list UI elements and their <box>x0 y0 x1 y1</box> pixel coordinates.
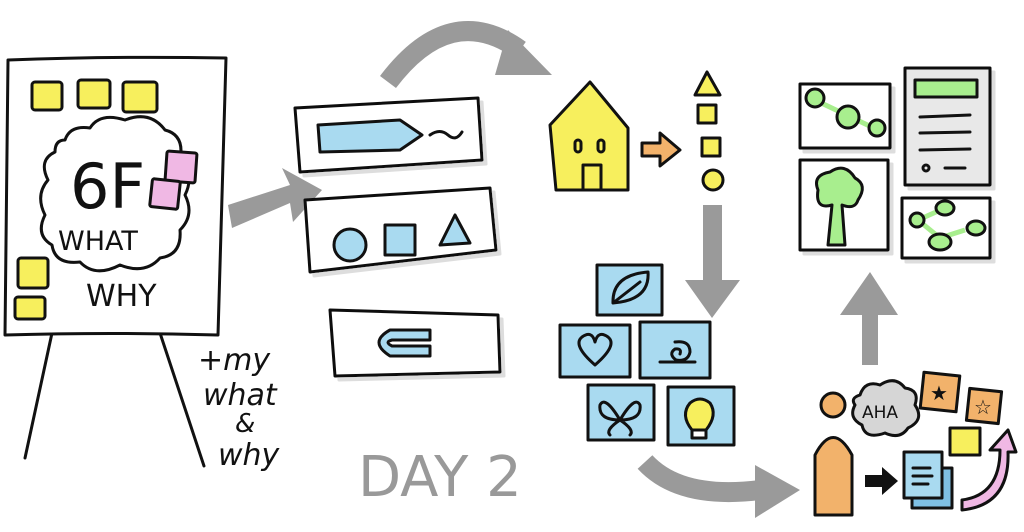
arrow-right-icon <box>865 467 898 495</box>
node-icon <box>908 211 926 229</box>
house-group <box>548 70 725 192</box>
arrow-right-icon <box>640 131 682 168</box>
window-icon <box>573 138 583 154</box>
door-icon <box>581 163 603 192</box>
house-icon <box>548 80 630 192</box>
pink-sticky-note <box>148 177 182 211</box>
result-panels <box>798 66 992 260</box>
star-card <box>964 386 1004 426</box>
leaf-icon <box>611 270 650 305</box>
flipchart: 6F WHAT WHY <box>3 55 228 468</box>
sticky-note <box>30 80 64 112</box>
star-outline-icon: ☆ <box>974 397 992 419</box>
card-magnet <box>328 308 502 378</box>
easel-leg-right <box>158 331 206 468</box>
magnet-icon <box>377 328 432 358</box>
note-line: what <box>203 378 278 413</box>
node-icon <box>867 118 887 138</box>
node-icon <box>804 87 826 109</box>
tile-butterfly <box>586 383 656 442</box>
star-card <box>918 370 962 414</box>
node-icon <box>934 199 956 217</box>
spiral-icon <box>658 340 697 364</box>
arrow-head-icon <box>755 465 800 518</box>
note-line: & <box>235 409 255 439</box>
note-line: +my <box>198 343 271 378</box>
node-icon <box>835 104 861 130</box>
sticky-note <box>16 256 50 290</box>
curved-arrow-icon <box>380 21 526 89</box>
triangle-icon <box>693 70 722 97</box>
scribble-icon <box>428 130 464 140</box>
handwritten-note: +my what & why <box>198 343 281 473</box>
flipchart-why: WHY <box>86 279 157 314</box>
insight-group: AHA ★ ☆ <box>813 370 1018 517</box>
person-head <box>819 391 847 419</box>
sticky-note <box>13 295 47 321</box>
person-icon <box>813 436 854 517</box>
arrow-right-icon <box>228 168 322 228</box>
circle-icon <box>701 168 725 192</box>
thought-text: AHA <box>862 403 898 423</box>
idea-cloud <box>39 115 191 273</box>
easel-leg-left <box>23 331 54 460</box>
bulb-base <box>690 428 708 440</box>
arrow-up-icon <box>840 272 898 365</box>
note-line: why <box>218 438 281 473</box>
heart-icon <box>577 332 613 367</box>
square-icon <box>383 223 417 257</box>
curved-arrow-icon <box>637 454 762 502</box>
curved-arrow-icon <box>960 428 1018 512</box>
bullet-icon <box>921 163 931 173</box>
butterfly-icon <box>598 400 642 437</box>
tile-heart <box>558 323 632 379</box>
node-icon <box>965 219 987 237</box>
square-icon <box>696 103 718 125</box>
doc-lines <box>911 466 934 486</box>
square-icon <box>700 136 722 158</box>
window-icon <box>596 138 606 154</box>
inspiration-tiles <box>558 263 736 447</box>
doc-lines <box>918 113 972 170</box>
node-icon <box>927 232 953 252</box>
tree-icon <box>815 166 864 247</box>
arrow-head-icon <box>495 30 552 75</box>
day-label: DAY 2 <box>358 445 522 510</box>
arrow-down-icon <box>685 205 740 318</box>
lightbulb-icon <box>684 397 715 432</box>
pencil-icon <box>316 118 424 154</box>
circle-icon <box>332 227 368 263</box>
triangle-icon <box>438 213 472 247</box>
sticky-note <box>76 78 112 110</box>
pink-sticky-note <box>163 149 199 185</box>
flipchart-title: 6F <box>70 150 145 223</box>
flipchart-what: WHAT <box>58 226 138 257</box>
thought-cloud <box>851 379 921 438</box>
sticky-note <box>948 426 982 457</box>
sticky-note <box>121 80 159 114</box>
tool-cards <box>293 96 502 378</box>
doc-header <box>913 78 979 99</box>
star-filled-icon: ★ <box>930 383 948 405</box>
